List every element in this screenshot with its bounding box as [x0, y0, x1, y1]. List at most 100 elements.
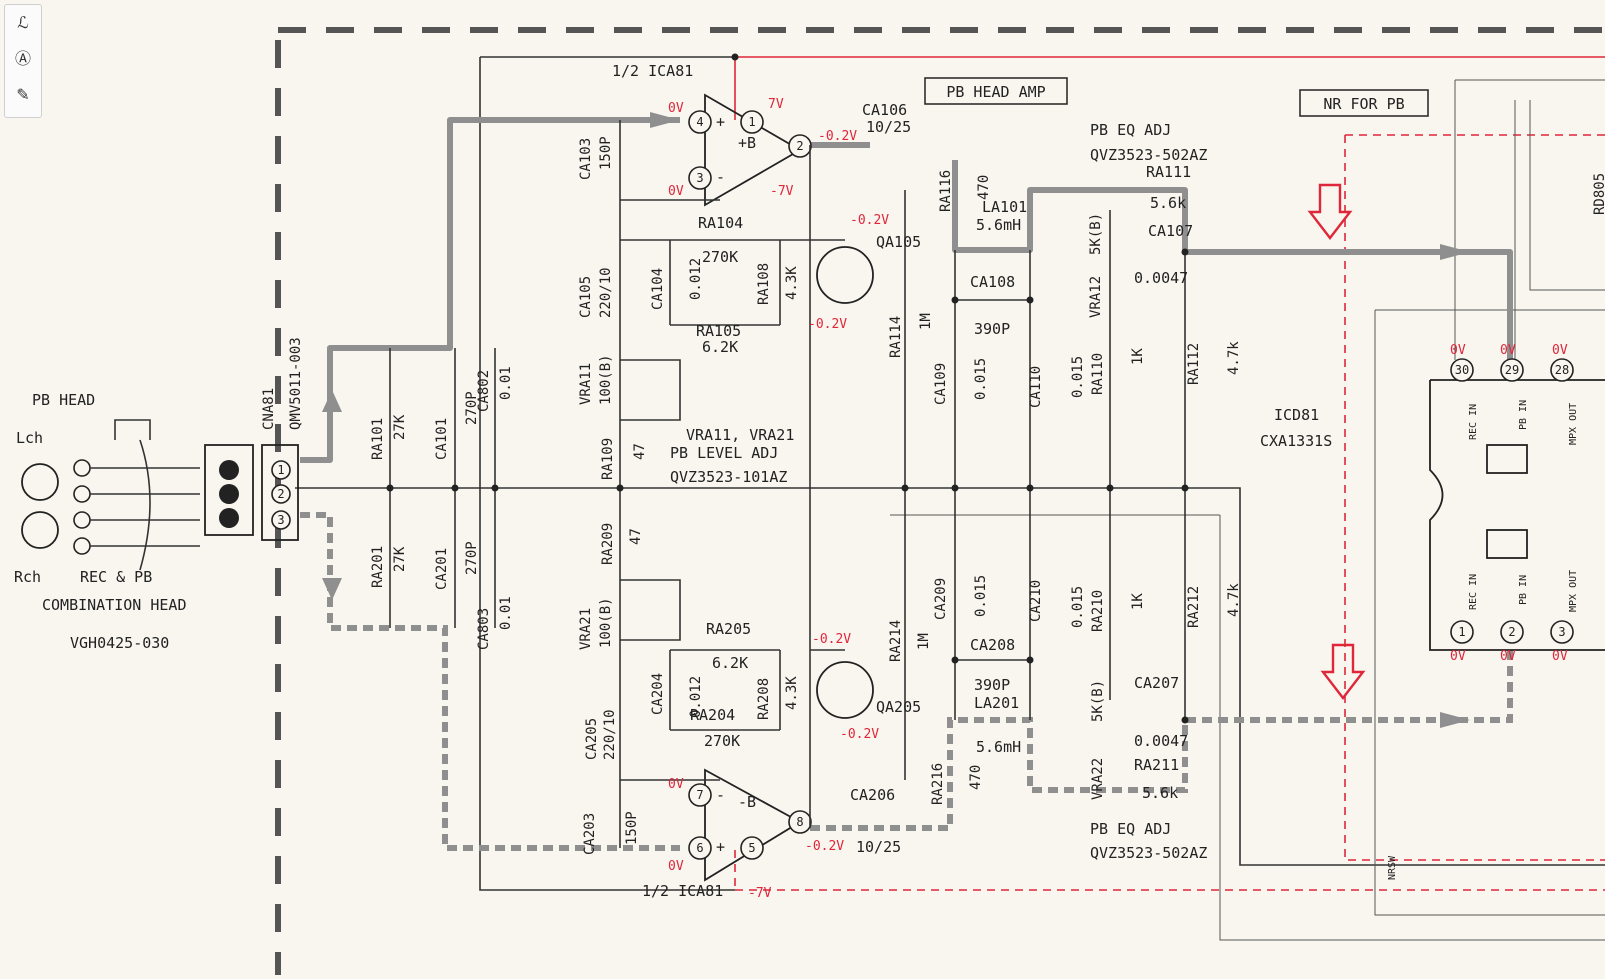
part-value: 390P	[974, 676, 1010, 694]
connector-pin: 3	[277, 513, 284, 527]
part-ref: CA803	[476, 608, 492, 650]
part-ref: RA205	[706, 620, 751, 638]
part-ref: CA209	[933, 578, 949, 620]
opamp-pin: 4	[696, 115, 703, 129]
part-ref: RA104	[698, 214, 743, 232]
voltage-label: -0.2V	[812, 632, 851, 647]
part-ref: CA206	[850, 786, 895, 804]
part-ref: LA201	[974, 694, 1019, 712]
part-value: 150P	[624, 811, 640, 845]
part-ref: QA105	[876, 233, 921, 251]
pb-eq-part: QVZ3523-502AZ	[1090, 844, 1207, 862]
part-ref: CA103	[578, 138, 594, 180]
connector-ref: CNA81	[261, 388, 277, 430]
part-value: 47	[632, 443, 648, 460]
voltage-label: 0V	[1552, 343, 1568, 358]
ic-pin-name: MPX OUT	[1568, 403, 1579, 445]
head-rch: Rch	[14, 568, 41, 586]
annotation-toolbar: ℒ Ⓐ ✎	[4, 4, 42, 118]
part-value: 47	[628, 528, 644, 545]
connector-cna81	[261, 444, 299, 541]
part-value: 4.3K	[784, 266, 800, 300]
part-value: 1M	[916, 633, 932, 650]
part-value: 100(B)	[598, 354, 614, 405]
nr-section-border	[1344, 134, 1605, 861]
voltage-label: 0V	[668, 859, 684, 874]
pb-level-part: QVZ3523-101AZ	[670, 468, 787, 486]
part-ref: RA112	[1186, 343, 1202, 385]
part-ref: CA201	[434, 548, 450, 590]
board-border	[275, 27, 1605, 975]
voltage-label: 7V	[768, 97, 784, 112]
part-ref: RA208	[756, 678, 772, 720]
voltage-label: -0.2V	[850, 213, 889, 228]
voltage-label: 0V	[668, 184, 684, 199]
voltage-label: 0V	[1450, 649, 1466, 664]
lch-eq-path	[952, 160, 1513, 360]
part-ref: RA204	[690, 706, 735, 724]
opamp-pin: 8	[796, 815, 803, 829]
head-part: VGH0425-030	[70, 634, 169, 652]
pb-eq-label: PB EQ ADJ	[1090, 820, 1171, 838]
opamp-supply: -B	[738, 793, 756, 811]
red-arrow-marker-icon	[1320, 643, 1366, 700]
part-ref: RA212	[1186, 586, 1202, 628]
opamp-plus: +	[716, 838, 725, 856]
part-ref: RA201	[370, 546, 386, 588]
part-ref: RA101	[370, 418, 386, 460]
part-value: 0.015	[973, 358, 989, 400]
part-ref: RA116	[938, 170, 954, 212]
part-value: 0.015	[973, 575, 989, 617]
part-value: 0.0047	[1134, 732, 1188, 750]
connector-pin: 2	[277, 487, 284, 501]
voltage-label: -7V	[770, 184, 794, 199]
part-ref: VRA12	[1088, 276, 1104, 318]
part-ref: CA105	[578, 276, 594, 318]
voltage-label: 0V	[1450, 343, 1466, 358]
text-select-icon[interactable]: Ⓐ	[14, 49, 31, 68]
ic-nrsw: NRSW	[1387, 855, 1398, 880]
fet-qa205	[816, 661, 874, 719]
part-ref: RA214	[888, 620, 904, 662]
part-ref: CA109	[933, 363, 949, 405]
pb-eq-label: PB EQ ADJ	[1090, 121, 1171, 139]
ic-lines-misc	[890, 309, 1605, 941]
part-value: 0.01	[498, 366, 514, 400]
part-ref: RA216	[930, 763, 946, 805]
ic-pin-name: MPX OUT	[1568, 570, 1579, 612]
part-value: 0.01	[498, 596, 514, 630]
ic-pin: 2	[1508, 625, 1515, 639]
connector-pin: 1	[277, 463, 284, 477]
part-ref: CA106	[862, 101, 907, 119]
part-ref: LA101	[982, 198, 1027, 216]
part-value: 5.6mH	[976, 216, 1021, 234]
pen-annotate-icon[interactable]: ✎	[16, 85, 30, 104]
part-value: 0.012	[688, 676, 704, 718]
ic-part: CXA1331S	[1260, 432, 1332, 450]
head-symbol	[21, 419, 254, 571]
ic-ref: ICD81	[1274, 406, 1319, 424]
part-value: 100(B)	[598, 597, 614, 648]
part-value: 220/10	[598, 267, 614, 318]
voltage-label: 0V	[1500, 343, 1516, 358]
part-value: 5.6k	[1142, 784, 1178, 802]
part-ref: RA114	[888, 316, 904, 358]
part-value: 270P	[464, 541, 480, 575]
ic-pin: 3	[1558, 625, 1565, 639]
opamp-minus: -	[716, 168, 725, 186]
part-value: 27K	[392, 414, 408, 440]
junction-dots	[386, 53, 1189, 724]
voltage-label: -0.2V	[805, 839, 844, 854]
part-value: 4.7k	[1226, 583, 1242, 617]
ic-pin-name: REC IN	[1468, 404, 1479, 440]
voltage-label: 0V	[668, 101, 684, 116]
arrow-right-icon	[1440, 712, 1470, 728]
red-arrow-marker-icon	[1307, 183, 1353, 240]
lasso-icon[interactable]: ℒ	[17, 13, 29, 32]
part-value: 10/25	[866, 118, 911, 136]
opamp-pin: 5	[748, 841, 755, 855]
opamp-pin: 3	[696, 171, 703, 185]
opamp-pin: 7	[696, 788, 703, 802]
head-lch: Lch	[16, 429, 43, 447]
